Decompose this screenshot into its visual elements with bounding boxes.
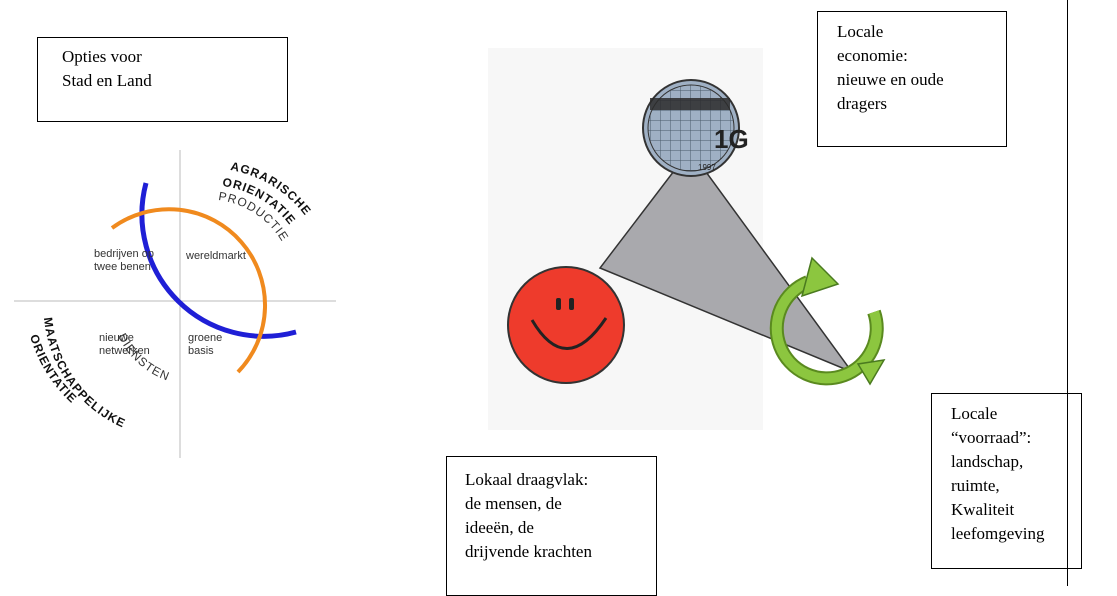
svg-text:1997: 1997 bbox=[698, 163, 716, 172]
quadrant-top-left: bedrijven op twee benen bbox=[94, 248, 157, 273]
quadrant-top-right: wereldmarkt bbox=[185, 250, 246, 262]
options-line: Opties voor bbox=[62, 47, 142, 66]
support-line: de mensen, de bbox=[465, 494, 562, 513]
support-box: Lokaal draagvlak: de mensen, de ideeën, … bbox=[446, 456, 657, 596]
economy-line: Locale bbox=[837, 22, 884, 41]
stock-box: Locale “voorraad”: landschap, ruimte, Kw… bbox=[931, 393, 1082, 569]
economy-line: nieuwe en oude bbox=[837, 70, 944, 89]
quadrant-bottom-right: groene basis bbox=[188, 332, 225, 357]
options-box: Opties voor Stad en Land bbox=[37, 37, 288, 122]
svg-text:1G: 1G bbox=[714, 124, 749, 154]
smiley-icon bbox=[507, 266, 625, 384]
stock-line: landschap, bbox=[951, 452, 1024, 471]
coin-icon: 1G 1997 bbox=[642, 79, 749, 177]
stock-line: ruimte, bbox=[951, 476, 1000, 495]
support-line: Lokaal draagvlak: bbox=[465, 470, 589, 489]
support-line: drijvende krachten bbox=[465, 542, 592, 561]
options-line: Stad en Land bbox=[62, 71, 152, 90]
economy-line: dragers bbox=[837, 94, 888, 113]
quadrant-bottom-left: nieuwe netwerken bbox=[99, 332, 150, 357]
orientation-circle: bedrijven op twee benen wereldmarkt nieu… bbox=[14, 150, 336, 458]
label-diensten: DIENSTEN bbox=[115, 331, 172, 384]
stock-line: Kwaliteit bbox=[951, 500, 1015, 519]
economy-line: economie: bbox=[837, 46, 908, 65]
page-border-line bbox=[1067, 0, 1068, 586]
orange-arc bbox=[110, 207, 268, 374]
stock-line: Locale bbox=[951, 404, 998, 423]
support-line: ideeën, de bbox=[465, 518, 534, 537]
triangle-illustration: 1G 1997 bbox=[488, 48, 886, 430]
triangle bbox=[598, 148, 855, 374]
stock-line: leefomgeving bbox=[951, 524, 1045, 543]
recycle-icon bbox=[769, 256, 886, 386]
stock-line: “voorraad”: bbox=[951, 428, 1032, 447]
economy-box: Locale economie: nieuwe en oude dragers bbox=[817, 11, 1007, 147]
